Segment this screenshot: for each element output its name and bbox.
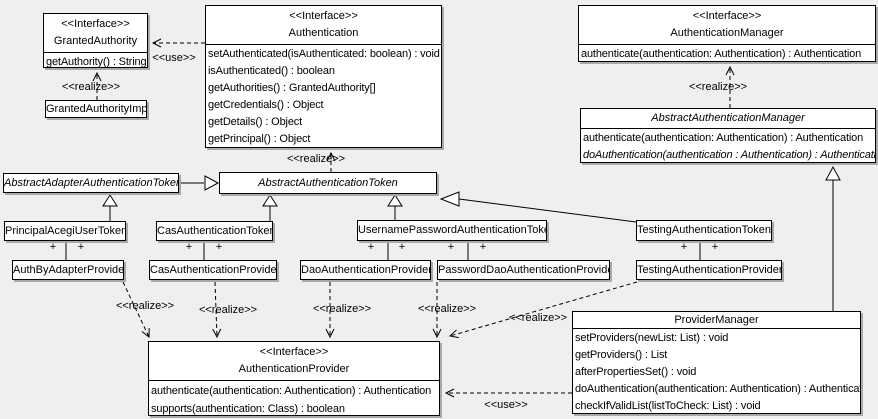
class-name: PrincipalAcegiUserToken [5, 225, 126, 237]
class-name: GrantedAuthorityImpl [46, 103, 147, 115]
class-provider-manager[interactable]: ProviderManager setProviders(newList: Li… [572, 311, 861, 414]
class-testing-authentication-token[interactable]: TestingAuthenticationToken [636, 220, 772, 241]
method: getDetails() : Object [208, 116, 303, 128]
class-abstract-authentication-token[interactable]: AbstractAuthenticationToken [219, 172, 437, 194]
class-authentication-provider[interactable]: <<Interface>> AuthenticationProvider aut… [148, 341, 440, 416]
edge-label-realize: <<realize>> [115, 300, 175, 312]
class-authentication-manager[interactable]: <<Interface>> AuthenticationManager auth… [578, 5, 876, 62]
method: afterPropertiesSet() : void [575, 366, 697, 378]
class-name: Authentication [288, 27, 359, 39]
class-name: AbstractAuthenticationToken [258, 177, 398, 189]
association-end-label: + [185, 241, 193, 253]
class-cas-authentication-token[interactable]: CasAuthenticationToken [156, 221, 273, 241]
class-name: CasAuthenticationProvider [150, 264, 277, 276]
class-name: PasswordDaoAuthenticationProvider [438, 264, 610, 276]
generalization-testingtoken [458, 198, 637, 223]
association-end-label: + [680, 241, 688, 253]
class-authentication[interactable]: <<Interface>> Authentication setAuthenti… [205, 5, 442, 148]
association-end-label: + [49, 241, 57, 253]
realize-edge-authbyadapterprovider [122, 281, 150, 339]
realize-edge-testingauthenticationprovider [448, 281, 638, 339]
class-name: UsernamePasswordAuthenticationToken [358, 224, 547, 236]
class-testing-authentication-provider[interactable]: TestingAuthenticationProvider [636, 260, 782, 280]
method: setProviders(newList: List) : void [575, 332, 729, 344]
class-stereotype: <<Interface>> [61, 18, 130, 30]
association-end-label: + [77, 241, 85, 253]
class-abstract-authentication-manager[interactable]: AbstractAuthenticationManager authentica… [580, 108, 876, 163]
class-username-password-authentication-token[interactable]: UsernamePasswordAuthenticationToken [357, 220, 547, 241]
method: doAuthentication(authentication: Authent… [575, 383, 861, 395]
method: getPrincipal() : Object [208, 133, 311, 145]
class-name: AuthenticationManager [670, 27, 784, 39]
class-abstract-adapter-authentication-token[interactable]: AbstractAdapterAuthenticationToken [3, 173, 179, 193]
class-stereotype: <<Interface>> [692, 10, 762, 22]
method: setAuthenticated(isAuthenticated: boolea… [208, 48, 440, 60]
class-dao-authentication-provider[interactable]: DaoAuthenticationProvider [300, 260, 431, 280]
class-name: AuthByAdapterProvider [13, 264, 124, 276]
method: authenticate(authentication: Authenticat… [151, 385, 432, 397]
class-name: TestingAuthenticationProvider [637, 264, 782, 276]
method: supports(authentication: Class) : boolea… [151, 403, 345, 415]
class-password-dao-authentication-provider[interactable]: PasswordDaoAuthenticationProvider [437, 260, 610, 280]
method: authenticate(authentication: Authenticat… [581, 48, 862, 60]
edge-label-realize: <<realize>> [312, 303, 372, 315]
association-end-label: + [479, 241, 487, 253]
class-name: DaoAuthenticationProvider [301, 264, 431, 276]
class-name: AbstractAdapterAuthenticationToken [4, 177, 179, 189]
edge-label-use: <<use>> [484, 399, 528, 411]
edge-label-realize: <<realize>> [688, 81, 748, 93]
edge-label-realize: <<realize>> [508, 312, 568, 324]
association-end-label: + [398, 241, 406, 253]
edge-label-realize: <<realize>> [286, 153, 346, 165]
association-end-label: + [711, 241, 719, 253]
association-end-label: + [367, 241, 375, 253]
class-name: AuthenticationProvider [238, 363, 350, 375]
association-end-label: + [447, 241, 455, 253]
class-principal-acegi-user-token[interactable]: PrincipalAcegiUserToken [4, 221, 126, 241]
class-granted-authority-impl[interactable]: GrantedAuthorityImpl [45, 100, 147, 118]
class-name: CasAuthenticationToken [157, 225, 273, 237]
edge-label-realize: <<realize>> [198, 304, 258, 316]
method: getAuthorities() : GrantedAuthority[] [208, 82, 376, 94]
realize-edge-casauthenticationprovider [212, 281, 222, 339]
class-stereotype: <<Interface>> [259, 346, 329, 358]
class-cas-authentication-provider[interactable]: CasAuthenticationProvider [149, 260, 277, 280]
edge-label-use: <<use>> [152, 52, 196, 64]
association-end-label: + [215, 241, 223, 253]
class-auth-by-adapter-provider[interactable]: AuthByAdapterProvider [12, 260, 124, 280]
method: doAuthentication(authentication : Authen… [583, 149, 876, 161]
method: isAuthenticated() : boolean [208, 65, 335, 77]
edge-label-realize: <<realize>> [417, 303, 477, 315]
method: getProviders() : List [575, 349, 668, 361]
class-granted-authority[interactable]: <<Interface>> GrantedAuthority getAuthor… [43, 13, 148, 68]
class-name: ProviderManager [573, 312, 860, 329]
class-name: GrantedAuthority [53, 35, 138, 47]
edge-label-realize: <<realize>> [61, 81, 121, 93]
class-stereotype: <<Interface>> [289, 10, 358, 22]
class-name: TestingAuthenticationToken [637, 224, 771, 236]
method: getCredentials() : Object [208, 99, 324, 111]
method: authenticate(authentication: Authenticat… [583, 132, 864, 144]
method: getAuthority() : String [46, 56, 147, 68]
class-name: AbstractAuthenticationManager [581, 109, 875, 129]
method: checkIfValidList(listToCheck: List) : vo… [575, 400, 761, 412]
